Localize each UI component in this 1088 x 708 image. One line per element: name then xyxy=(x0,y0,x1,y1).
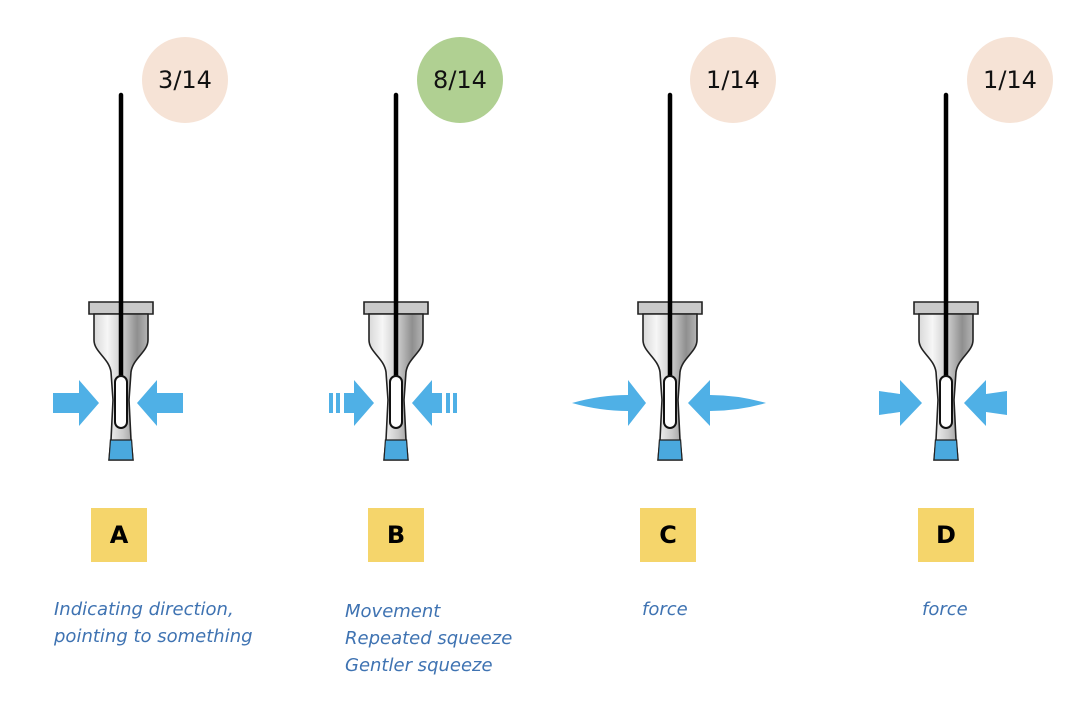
liquid xyxy=(933,439,959,461)
caption-line: Indicating direction, xyxy=(54,599,234,620)
arrow-left-icon xyxy=(688,380,766,426)
caption-line: Movement xyxy=(345,601,441,622)
panel-label: D xyxy=(918,508,974,562)
panel-label: C xyxy=(640,508,696,562)
arrow-stripe xyxy=(336,393,340,413)
score-badge: 8/14 xyxy=(417,37,503,123)
caption-line: Gentler squeeze xyxy=(345,655,493,676)
caption: force xyxy=(642,596,688,623)
arrow-right-icon xyxy=(572,380,646,426)
liquid xyxy=(383,439,409,461)
caption-line: Repeated squeeze xyxy=(345,628,513,649)
caption-line: force xyxy=(922,599,968,620)
arrow-left-icon xyxy=(964,380,1007,426)
arrow-stripe xyxy=(329,393,333,413)
panel-a: 3/14 A Indicating direction, pointing to… xyxy=(0,0,270,708)
score-badge: 1/14 xyxy=(967,37,1053,123)
swab-head xyxy=(939,375,953,429)
arrow-right-icon xyxy=(344,380,374,426)
arrow-group xyxy=(879,380,1007,426)
swab-head xyxy=(114,375,128,429)
arrow-stripe xyxy=(453,393,457,413)
squeeze-tube-illustration xyxy=(879,92,1007,461)
arrow-group xyxy=(572,380,766,426)
panel-label: B xyxy=(368,508,424,562)
caption: force xyxy=(922,596,968,623)
tube-group xyxy=(913,92,979,461)
liquid xyxy=(657,439,683,461)
caption-line: pointing to something xyxy=(54,626,253,647)
squeeze-tube-illustration xyxy=(329,92,457,461)
score-badge: 1/14 xyxy=(690,37,776,123)
caption-line: force xyxy=(642,599,688,620)
liquid xyxy=(108,439,134,461)
panel-label: A xyxy=(91,508,147,562)
tube-group xyxy=(637,92,703,461)
squeeze-tube-illustration xyxy=(572,92,766,461)
arrow-right-icon xyxy=(879,380,922,426)
arrow-left-icon xyxy=(412,380,442,426)
panel-c: 1/14 C force xyxy=(549,0,819,708)
arrow-right-icon xyxy=(53,380,99,426)
swab-head xyxy=(663,375,677,429)
panel-b: 8/14 B Movement Repeated squeeze Gentler… xyxy=(275,0,545,708)
score-badge: 3/14 xyxy=(142,37,228,123)
panel-d: 1/14 D force xyxy=(825,0,1088,708)
caption: Indicating direction, pointing to someth… xyxy=(54,596,253,650)
tube-group xyxy=(88,92,154,461)
arrow-group xyxy=(53,380,183,426)
swab-head xyxy=(389,375,403,429)
arrow-group xyxy=(329,380,457,426)
caption: Movement Repeated squeeze Gentler squeez… xyxy=(345,598,512,679)
squeeze-tube-illustration xyxy=(53,92,183,461)
arrow-left-icon xyxy=(137,380,183,426)
arrow-stripe xyxy=(446,393,450,413)
tube-group xyxy=(363,92,429,461)
